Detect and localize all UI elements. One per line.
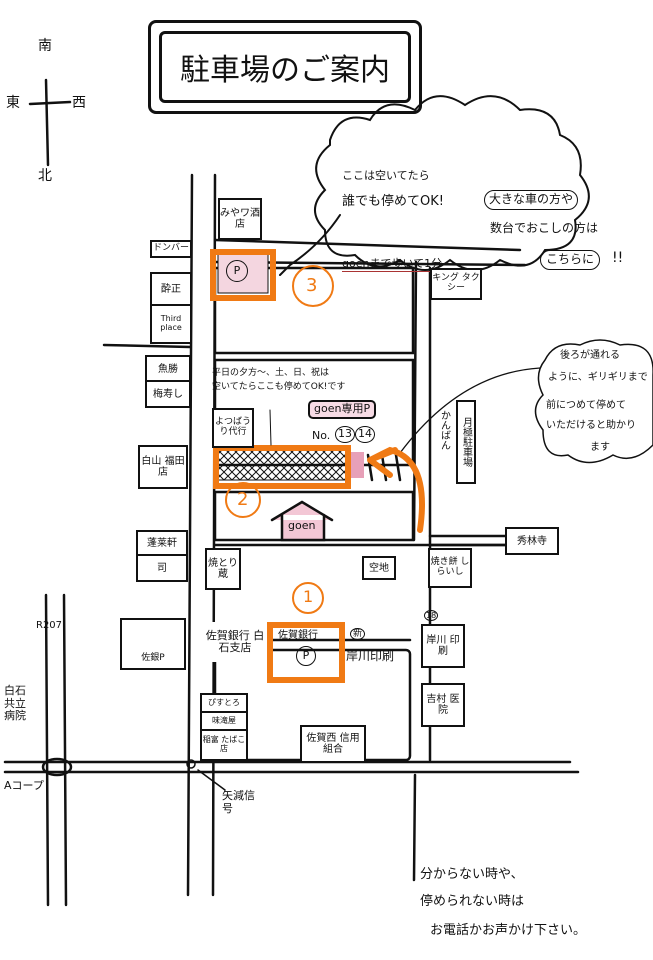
slot-line [394, 453, 402, 482]
place-acoop: Aコープ [4, 779, 44, 792]
goen-slot-highlight [350, 452, 364, 478]
place-ajimiya: 味滝屋 [200, 711, 248, 731]
weekday-note-line2: 空いてたらここも停めてOK!です [212, 382, 346, 392]
slot-prefix: No. [312, 429, 331, 442]
circle-2 [225, 482, 261, 518]
intersection-marker [41, 757, 73, 777]
place-shiroyama: 白山 福田店 [138, 445, 188, 489]
route-arrow [367, 446, 425, 533]
place-miyoshi: みやワ酒店 [218, 198, 262, 240]
bubble-right-line2: ように、ギリギリまで [548, 372, 648, 383]
place-inatomi: 稲富 たばこ店 [200, 729, 248, 761]
place-kishikawa: 岸川印刷 [346, 649, 395, 663]
bubble-top-highlight2: こちらに [540, 250, 601, 270]
parking-2-hatch [217, 449, 349, 481]
place-shiroishi-hospital: 白石 共立 病院 [4, 684, 26, 723]
road-left-mid [102, 343, 192, 349]
parking-2-outline [213, 445, 351, 489]
goen-private-parking-sign: goen専用P [308, 400, 377, 419]
weekday-note-line1: 平日の夕方〜、土、日、祝は [212, 368, 330, 378]
circle-3 [292, 265, 334, 307]
place-akichi: 空地 [362, 556, 396, 580]
page-title-frame: 駐車場のご案内 [148, 20, 422, 114]
road-lower-right-edge [412, 773, 417, 882]
compass-ew-line [28, 100, 72, 106]
place-sagagin-lot: 佐賀銀行 [278, 630, 318, 641]
place-tsukasa: 司 [136, 554, 188, 582]
compass-south: 南 [38, 38, 52, 54]
place-sagagin-parking: 佐銀P [120, 618, 186, 670]
place-king-taxi: キング タクシー [430, 268, 482, 300]
circle-1 [292, 582, 324, 614]
footer-line3: お電話かお声かけ下さい。 [430, 923, 587, 938]
block-a [213, 266, 415, 355]
bubble-right-line5: ます [590, 442, 610, 453]
parking-number-1: 1 [303, 587, 314, 606]
footer-line1: 分からない時や、 [420, 867, 524, 882]
page-title: 駐車場のご案内 [159, 31, 411, 103]
place-umezushi: 梅寿し [145, 380, 191, 408]
bubble-right-line4: いただけると助かり [546, 420, 636, 431]
compass-north: 北 [38, 168, 52, 184]
parking-3-outline [210, 249, 276, 301]
bubble-top-highlight1: 大きな車の方や [484, 190, 579, 210]
compass-ns-line [44, 78, 50, 167]
bubble-pointer-right [399, 367, 541, 454]
road-top-upper [213, 238, 522, 252]
place-dover: ドンバー [150, 240, 192, 258]
arrow-down [269, 409, 272, 446]
kanban-label: かんばん [438, 410, 450, 450]
speech-bubble-right [534, 339, 653, 464]
footer-line2: 停められない時は [420, 894, 525, 909]
bubble-top-line3: 数台でおこしの方は [490, 221, 599, 235]
parking-1-outline [267, 622, 345, 683]
signal-pointer [197, 769, 226, 791]
slot-14: 14 [355, 426, 375, 443]
place-sakana: 酔正 [150, 272, 192, 306]
goen-house-icon [270, 500, 334, 542]
place-yoshimura: 吉村 医院 [421, 683, 465, 727]
bubble-top-exclaim: !! [612, 250, 624, 266]
place-third: Third place [150, 304, 192, 344]
place-pitoro: ぴすとろ [200, 693, 248, 713]
compass-west: 西 [72, 95, 86, 111]
place-yakimochi: 焼き餅 しらいし [428, 548, 472, 588]
place-hourai: 蓬莱軒 [136, 530, 188, 556]
r207-right-edge [62, 593, 68, 907]
place-monthly-parking: 月極駐車場 [456, 400, 476, 484]
parking-number-3: 3 [306, 275, 318, 296]
route-207-label: R207 [36, 620, 63, 631]
place-yakitori: 焼とり 蔵 [205, 548, 241, 590]
place-18-badge: 18 [424, 610, 439, 622]
place-shinkin: 佐賀西 信用組合 [300, 725, 366, 763]
place-kishikawa-2: 岸川 印刷 [421, 624, 465, 668]
signal-icon [186, 759, 196, 769]
parking-3-symbol: P [226, 260, 248, 282]
place-sagagin-branch: 佐賀銀行 白石支店 [203, 622, 267, 662]
place-daiko: よつばうり代行 [212, 408, 254, 448]
bubble-top-line1: ここは空いてたら [342, 169, 430, 182]
speech-bubble-top [314, 95, 590, 271]
place-uokatsu: 魚勝 [145, 355, 191, 383]
bubble-top-walk: goenまで歩いて1分 [342, 257, 443, 272]
place-shin-badge: 新 [350, 628, 366, 641]
place-hidetsune: 秀林寺 [505, 527, 559, 555]
bubble-right-line1: 後ろが通れる [560, 350, 620, 361]
goen-shop-label: goen [288, 519, 316, 532]
road-right-left-edge [412, 260, 418, 542]
bubble-top-line2: 誰でも停めてOK! [342, 194, 444, 209]
bubble-right-line3: 前につめて停めて [546, 400, 626, 411]
parking-number-2: 2 [237, 489, 249, 510]
parking-1-symbol: P [296, 646, 316, 666]
bubble-pointer-top [279, 214, 341, 276]
compass-east: 東 [6, 95, 20, 111]
r207-left-edge [44, 593, 50, 907]
slot-13: 13 [335, 426, 355, 443]
signal-label: 矢減信号 [222, 789, 255, 815]
